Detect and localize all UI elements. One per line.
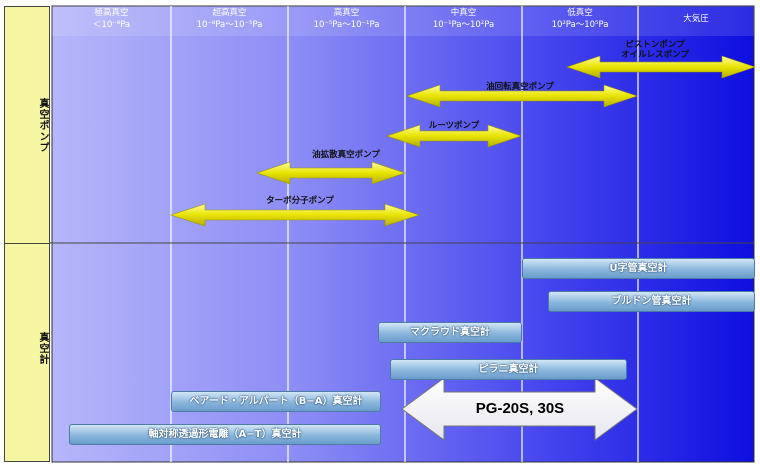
col-header-range: ＜10⁻⁸Pa xyxy=(92,20,131,30)
gauge-bar-mcleod: マクラウド真空計 xyxy=(378,322,522,343)
pump-label-roots: ルーツポンプ xyxy=(428,121,480,131)
pump-arrow-piston xyxy=(566,55,756,79)
gauge-bar-bayard-alpert: ベアード・アルパート（B−A）真空計 xyxy=(171,391,381,412)
col-header-medium-vacuum: 中真空 10⁻¹Pa〜10²Pa xyxy=(405,7,522,31)
gauge-bar-axial-transmission: 軸対称透過形電離（A−T）真空計 xyxy=(69,424,381,445)
pump-side-panel xyxy=(4,6,50,244)
header-band xyxy=(52,6,754,36)
col-header-atmospheric: 大気圧 xyxy=(638,13,754,25)
col-header-high-vacuum: 高真空 10⁻⁵Pa〜10⁻¹Pa xyxy=(288,7,405,31)
pump-label-line1: ピストンポンプ xyxy=(625,40,685,50)
col-header-low-vacuum: 低真空 10²Pa〜10⁵Pa xyxy=(522,7,638,31)
col-header-name: 超高真空 xyxy=(212,8,247,18)
col-header-range: 10⁻⁵Pa〜10⁻¹Pa xyxy=(313,20,380,30)
pump-label-line2: オイルレスポンプ xyxy=(621,50,689,60)
col-header-range: 10²Pa〜10⁵Pa xyxy=(551,20,609,30)
col-header-name: 高真空 xyxy=(333,8,360,18)
pump-label-turbo-molecular: ターボ分子ポンプ xyxy=(266,196,334,206)
gauge-bar-bourdon: ブルドン管真空計 xyxy=(548,291,755,312)
pump-arrow-oil-rotary xyxy=(406,84,638,108)
col-header-name: 低真空 xyxy=(567,8,593,18)
pump-section-label: 真空ポンプ xyxy=(37,98,48,153)
pump-label-oil-diffusion: 油拡散真空ポンプ xyxy=(312,150,380,160)
pump-label-piston: ピストンポンプ オイルレスポンプ xyxy=(600,40,710,60)
col-header-ultra-high-vacuum: 超高真空 10⁻⁸Pa〜10⁻⁵Pa xyxy=(171,7,288,31)
pump-arrow-oil-diffusion xyxy=(256,161,406,185)
col-header-range: 10⁻¹Pa〜10²Pa xyxy=(432,20,495,30)
col-header-name: 中真空 xyxy=(450,8,477,18)
gauge-side-panel xyxy=(4,243,50,462)
col-header-range: 10⁻⁸Pa〜10⁻⁵Pa xyxy=(196,20,263,30)
col-header-extreme-high-vacuum: 極高真空 ＜10⁻⁸Pa xyxy=(52,7,171,31)
gauge-bar-u-tube: U字管真空計 xyxy=(522,258,755,279)
highlight-arrow xyxy=(401,377,638,441)
chart-area xyxy=(51,5,755,463)
col-header-name: 極高真空 xyxy=(94,8,129,18)
gauge-bar-pirani: ピラニ真空計 xyxy=(390,359,627,380)
gauge-section-label: 真空計 xyxy=(37,332,48,365)
pump-arrow-roots xyxy=(386,124,522,148)
pump-arrow-turbo-molecular xyxy=(170,203,420,227)
col-header-name: 大気圧 xyxy=(683,14,709,24)
highlight-label: PG-20S, 30S xyxy=(475,400,565,417)
pump-label-oil-rotary: 油回転真空ポンプ xyxy=(486,82,554,92)
